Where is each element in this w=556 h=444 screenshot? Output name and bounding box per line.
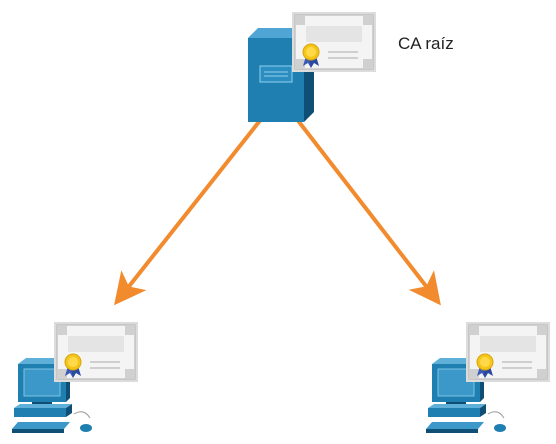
left-client-certificate-icon [53,321,139,383]
arrow-to-left-client [114,116,264,306]
root-ca-label: CA raíz [398,34,454,53]
arrow-to-right-client [294,116,441,306]
right-client-certificate-icon [465,321,551,383]
root-ca-certificate-icon [291,11,377,73]
